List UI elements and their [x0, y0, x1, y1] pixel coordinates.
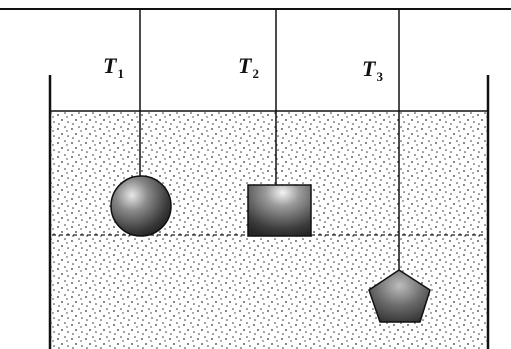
tension-subscript: 3	[376, 69, 383, 84]
tension-label-t1: T1	[103, 53, 124, 81]
tension-symbol: T	[103, 53, 117, 78]
tension-subscript: 2	[252, 66, 259, 81]
tension-label-t3: T3	[362, 56, 383, 84]
tension-symbol: T	[238, 53, 252, 78]
cube-object	[247, 184, 312, 237]
tension-subscript: 1	[117, 66, 124, 81]
tension-label-t2: T2	[238, 53, 259, 81]
sphere-object	[110, 175, 172, 237]
tension-symbol: T	[362, 56, 376, 81]
pentagon-object	[368, 269, 431, 323]
